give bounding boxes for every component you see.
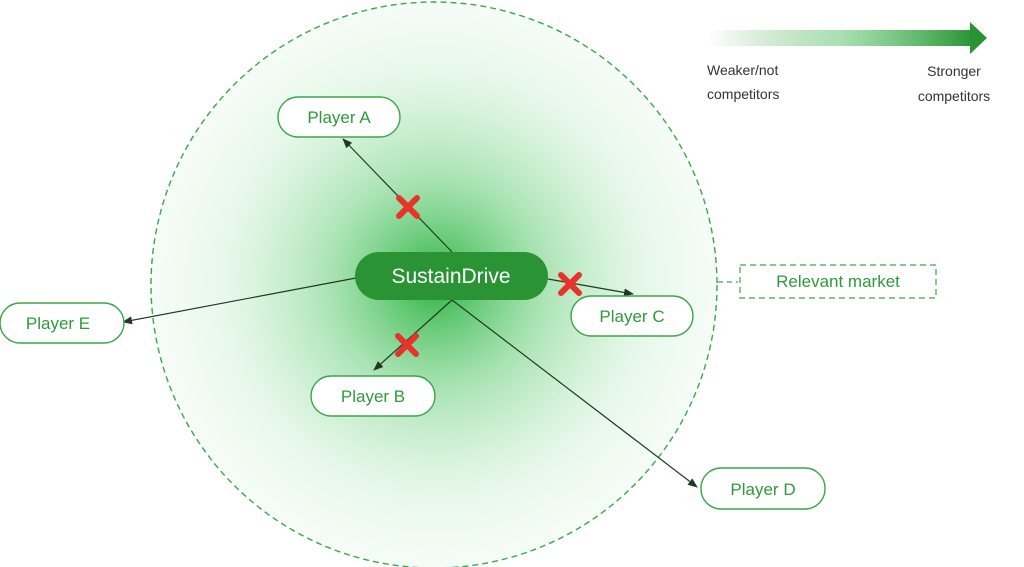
legend-weak-line1: Weaker/not: [707, 62, 778, 78]
center-node-label: SustainDrive: [391, 265, 510, 288]
blocked-cross-icon: [395, 333, 419, 357]
legend-gradient-bar: [708, 30, 972, 46]
connector-player-d: [451, 299, 698, 488]
blocked-cross-icon: [396, 195, 420, 219]
player-node-d: Player D: [700, 467, 826, 510]
legend-arrow-icon: [970, 22, 987, 54]
connector-player-c: [547, 278, 634, 297]
connector-player-e: [122, 277, 357, 325]
blocked-cross-icon: [558, 272, 582, 296]
player-a-label: Player A: [307, 108, 371, 127]
legend-strong-line1: Stronger: [927, 63, 981, 79]
legend-weak-line2: competitors: [707, 86, 779, 102]
legend-strong-line2: competitors: [918, 88, 990, 104]
player-node-a: Player A: [277, 96, 401, 138]
player-b-label: Player B: [341, 387, 405, 406]
competitor-strength-legend: Weaker/not competitors Stronger competit…: [707, 22, 990, 104]
player-node-b: Player B: [310, 375, 436, 417]
center-node-sustaindrive: SustainDrive: [355, 252, 548, 300]
player-node-c: Player C: [570, 295, 694, 337]
player-d-label: Player D: [730, 480, 795, 499]
player-c-label: Player C: [599, 307, 664, 326]
relevant-market-label-box: Relevant market: [739, 264, 937, 299]
relevant-market-label: Relevant market: [776, 272, 900, 291]
player-node-e: Player E: [0, 302, 125, 344]
player-e-label: Player E: [26, 314, 90, 333]
connector-lines: [122, 138, 698, 488]
